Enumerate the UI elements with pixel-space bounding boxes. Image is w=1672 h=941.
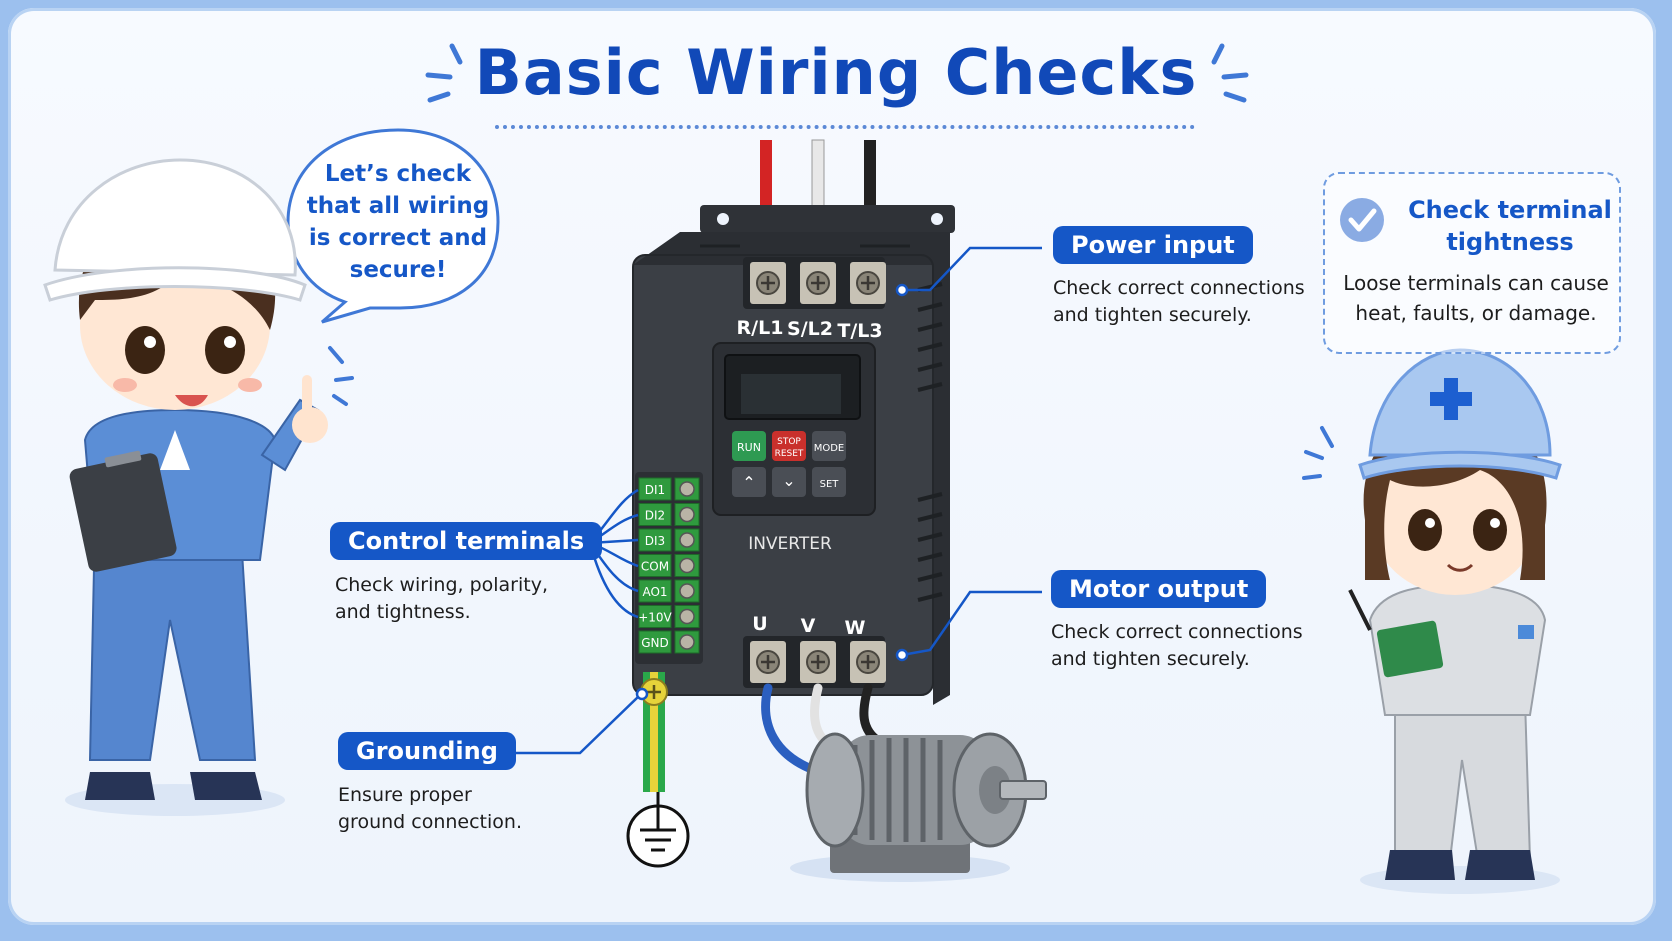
- title-sparkle-right: [1211, 43, 1249, 103]
- output-label-u: U: [752, 613, 767, 635]
- motor-output-desc-line1: Check correct connections: [1051, 621, 1303, 643]
- input-label-r: R/L1: [737, 317, 784, 339]
- speech-bubble: [286, 128, 500, 324]
- grounding-label: Grounding: [338, 732, 516, 770]
- mount-hole: [717, 213, 729, 225]
- motor-output-desc: Check correct connections and tighten se…: [1051, 619, 1303, 673]
- speech-bubble-text: Let’s check that all wiring is correct a…: [306, 161, 490, 283]
- run-key-label: RUN: [737, 441, 761, 454]
- terminal-screw-v: [800, 641, 836, 683]
- control-terminal-label: +10V: [638, 611, 672, 625]
- tip-title: Check terminal tightness: [1408, 196, 1612, 256]
- mode-key-label: MODE: [814, 443, 845, 454]
- power-input-desc-line2: and tighten securely.: [1053, 304, 1252, 326]
- control-terminal-row: DI1: [638, 477, 700, 501]
- grounding-desc-line2: ground connection.: [338, 811, 522, 833]
- run-key: [732, 431, 766, 461]
- control-terminal-screw-icon: [679, 532, 695, 548]
- control-terminals-label: Control terminals: [330, 522, 603, 560]
- down-arrow-icon: ⌄: [782, 471, 795, 490]
- tip-box: [1323, 172, 1621, 354]
- control-terminal-screw-icon: [679, 506, 695, 523]
- grounding-leader: [506, 694, 641, 755]
- control-terminal-label: DI3: [645, 534, 665, 548]
- ground-terminal: [626, 672, 690, 868]
- control-terminal-screw-icon: [679, 583, 695, 599]
- inverter-name: INVERTER: [748, 534, 832, 554]
- power-input-desc-line1: Check correct connections: [1053, 277, 1305, 299]
- tip-text: Loose terminals can cause heat, faults, …: [1343, 271, 1609, 325]
- power-input-desc: Check correct connections and tighten se…: [1053, 275, 1305, 329]
- power-input-label: Power input: [1053, 226, 1253, 264]
- up-arrow-icon: ⌃: [742, 473, 755, 492]
- control-terminal-row: DI3: [638, 528, 700, 552]
- control-terminal-screw-icon: [679, 481, 695, 497]
- title-divider: [495, 125, 1195, 129]
- title-sparkle-left: [425, 43, 463, 103]
- control-terminal-screw-icon: [679, 608, 695, 625]
- terminal-screw-t: [850, 262, 886, 304]
- mount-hole: [931, 213, 943, 225]
- control-terminal-row: AO1: [638, 579, 700, 603]
- control-terminal-label: DI2: [645, 509, 665, 523]
- technician-right-illustration: [1302, 348, 1562, 894]
- motor-icon: [790, 732, 1047, 882]
- input-label-s: S/L2: [787, 318, 833, 340]
- stop-key-label: STOP: [777, 437, 801, 447]
- control-terminal-screw-icon: [679, 557, 695, 574]
- control-terminal-row: DI2: [638, 503, 700, 526]
- terminal-screw-s: [800, 262, 836, 304]
- control-terminals-desc: Check wiring, polarity, and tightness.: [335, 572, 548, 626]
- control-terminal-label: DI1: [645, 483, 665, 497]
- control-terminal-row: GND: [638, 630, 700, 654]
- keypad-panel: RUN STOP RESET MODE ⌃ ⌄ SET: [712, 342, 876, 516]
- technician-left-illustration: [43, 158, 354, 816]
- control-terminal-label: COM: [641, 560, 669, 574]
- output-terminal-block: [743, 636, 886, 688]
- control-terminal-row: +10V: [638, 605, 700, 628]
- terminal-screw-u: [750, 641, 786, 683]
- control-terminal-label: GND: [641, 636, 669, 650]
- motor-output-desc-line2: and tighten securely.: [1051, 648, 1250, 670]
- set-key-label: SET: [820, 479, 840, 490]
- input-label-t: T/L3: [837, 320, 882, 342]
- terminal-screw-r: [750, 262, 786, 304]
- mode-key: [812, 431, 846, 461]
- motor-output-label: Motor output: [1051, 570, 1267, 608]
- output-label-v: V: [801, 615, 816, 637]
- control-terminals-desc-line1: Check wiring, polarity,: [335, 574, 549, 596]
- power-input-leader: [902, 246, 1042, 292]
- grounding-desc: Ensure proper ground connection.: [338, 782, 522, 836]
- control-terminal-screw-icon: [679, 634, 695, 650]
- motor-output-leader: [901, 590, 1042, 657]
- page-title: Basic Wiring Checks: [474, 36, 1198, 109]
- stop-reset-key: [772, 431, 806, 461]
- control-terminal-row: COM: [638, 554, 700, 577]
- up-key: [732, 467, 766, 497]
- reset-key-label: RESET: [775, 449, 804, 459]
- input-terminal-block: [743, 257, 886, 309]
- set-key: [812, 467, 846, 497]
- terminal-screw-w: [850, 641, 886, 683]
- output-label-w: W: [845, 617, 866, 639]
- grounding-desc-line1: Ensure proper: [338, 784, 472, 806]
- down-key: [772, 467, 806, 497]
- control-terminals-desc-line2: and tightness.: [335, 601, 471, 623]
- control-terminal-label: AO1: [642, 585, 667, 599]
